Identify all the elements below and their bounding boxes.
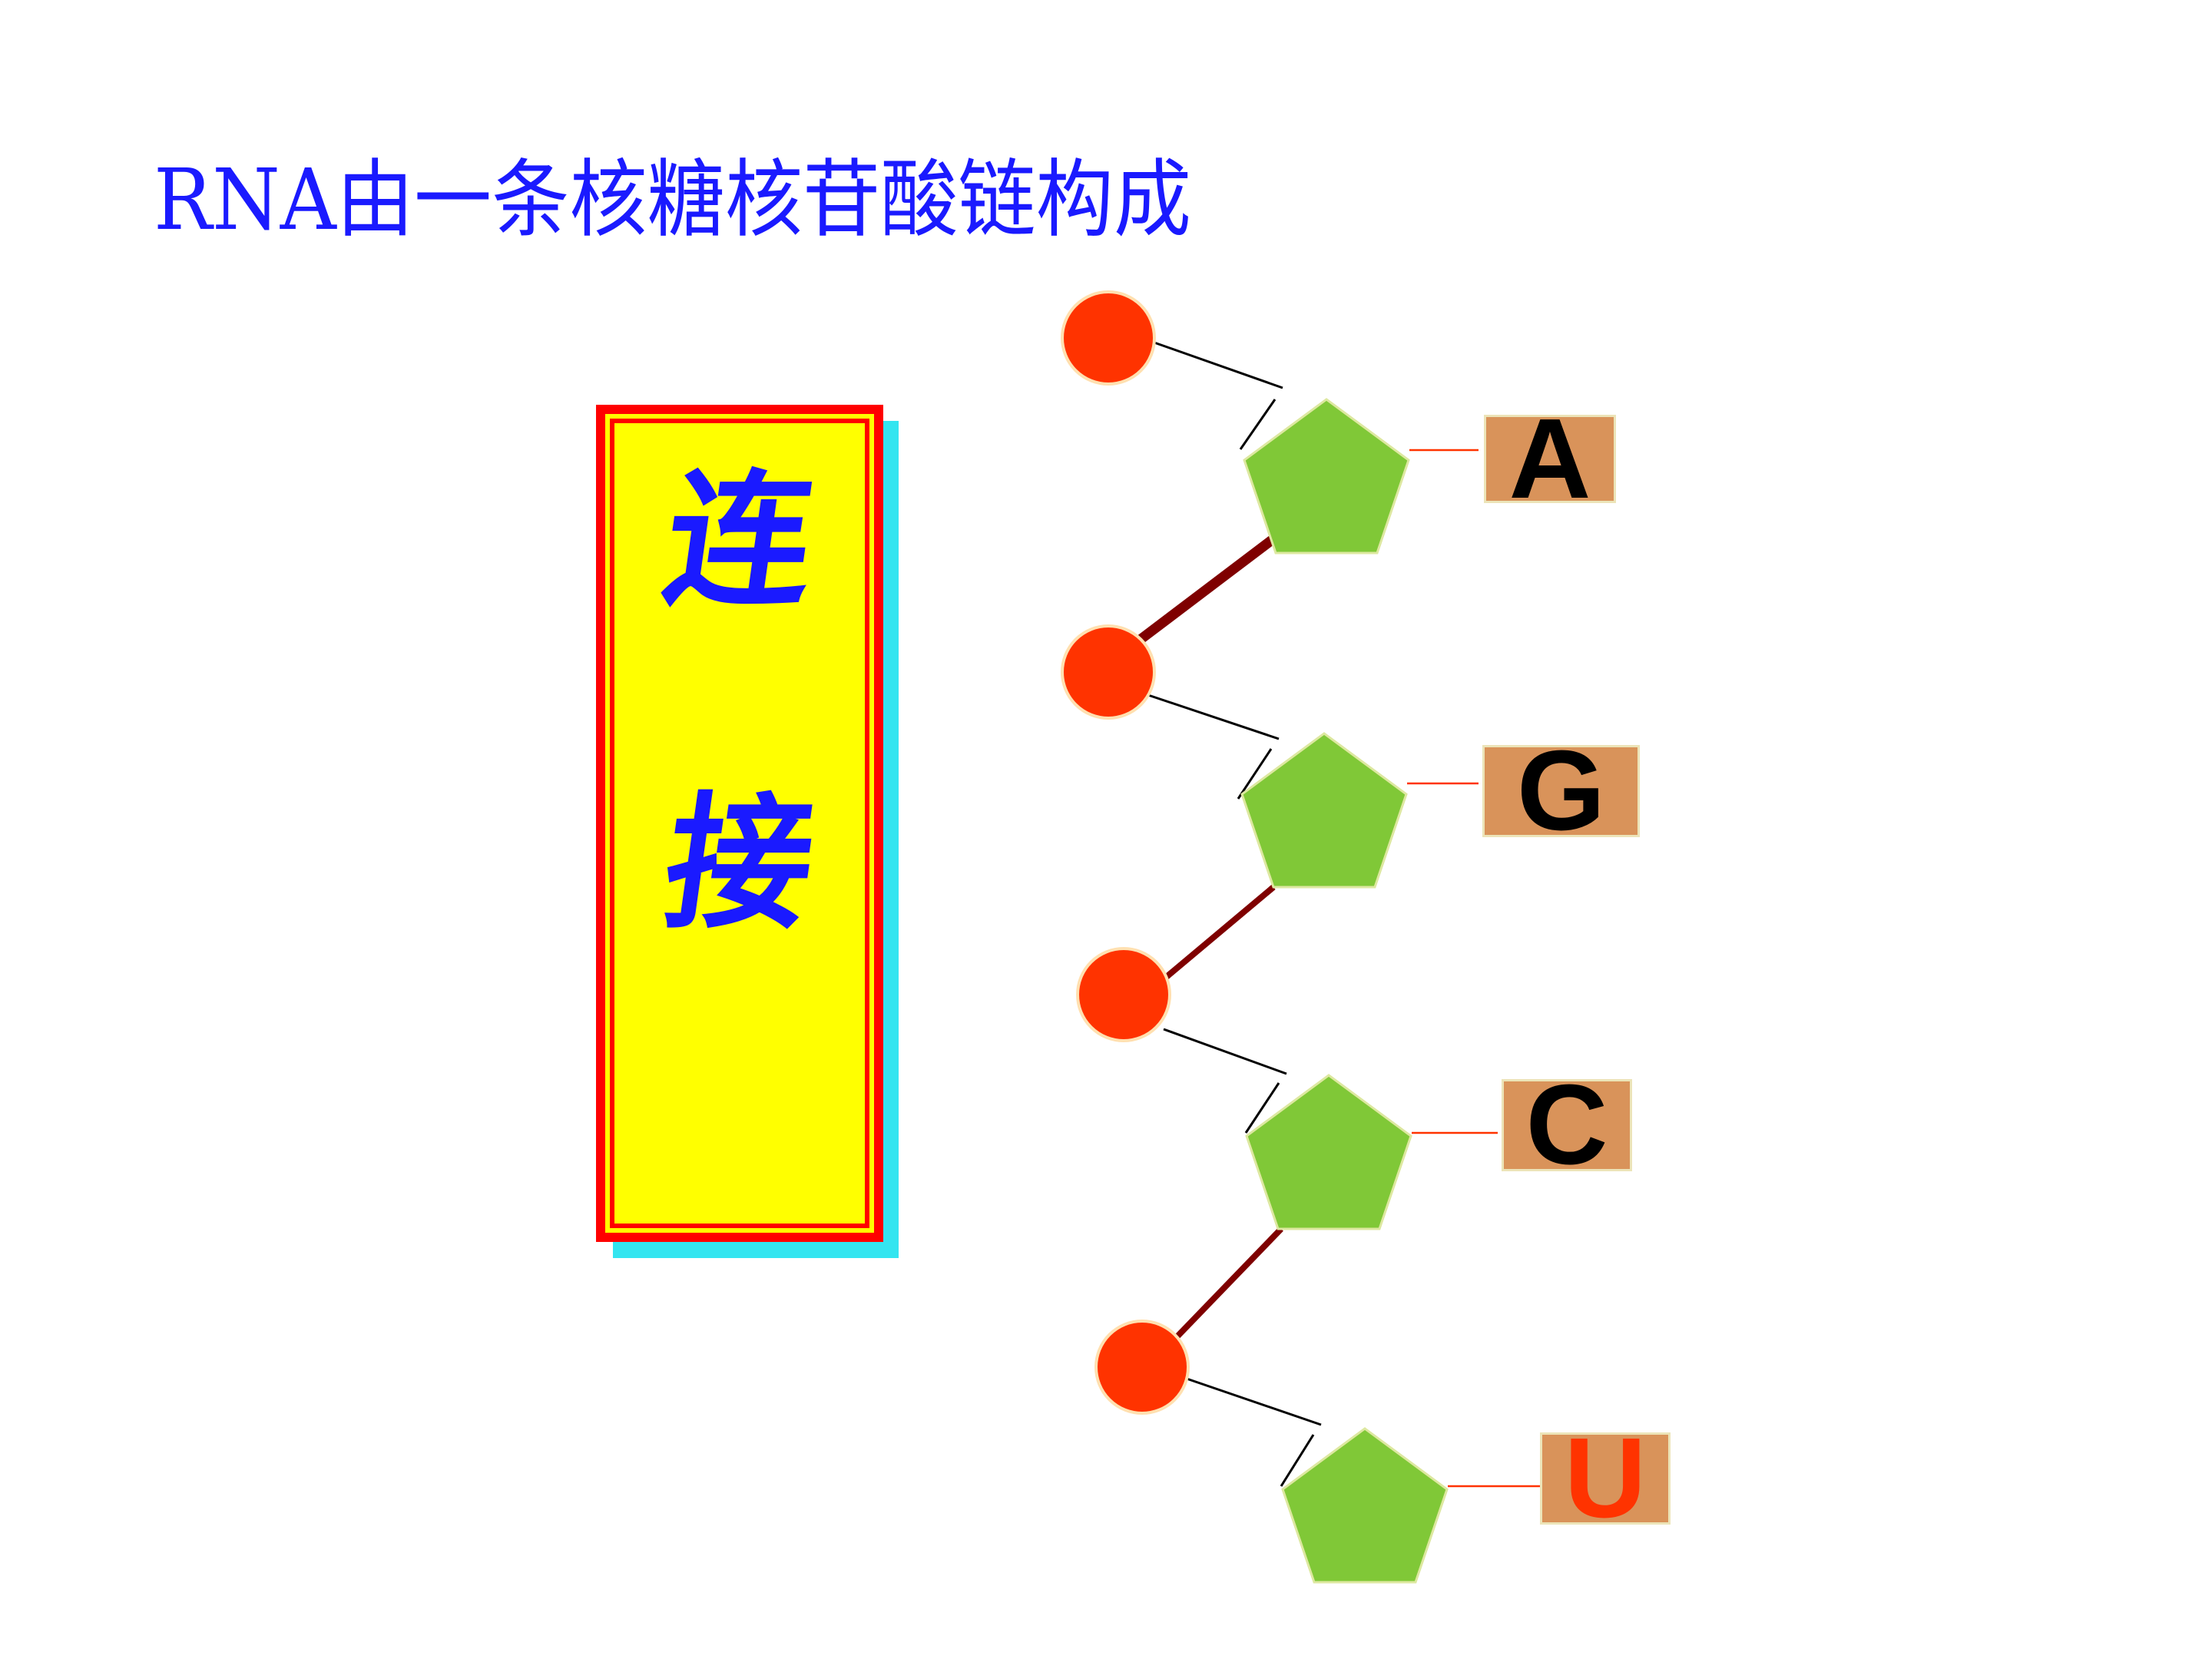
base-label-u: U: [1564, 1415, 1647, 1541]
phosphate-sugar-bond-1: [1151, 340, 1283, 389]
base-box-c: C: [1502, 1068, 1632, 1182]
page-title: RNA由一条核糖核苷酸链构成: [154, 151, 1192, 249]
base-box-u: U: [1540, 1422, 1671, 1535]
sugar-pentagon-1: [1243, 398, 1410, 555]
backbone-link-2: [1161, 884, 1276, 982]
card-inner-border-2: [611, 420, 868, 1227]
backbone-link-1: [1130, 533, 1278, 650]
phosphate-sugar-bond-4: [1186, 1377, 1322, 1426]
phosphate-sugar-bond-1b: [1239, 399, 1277, 450]
base-label-a: A: [1508, 395, 1591, 522]
base-box-g: G: [1482, 734, 1640, 848]
phosphate-circle-4: [1094, 1320, 1190, 1415]
phosphate-circle-3: [1076, 947, 1171, 1042]
label-card: 连 接: [596, 405, 883, 1242]
phosphate-circle-2: [1061, 624, 1156, 720]
phosphate-sugar-bond-2: [1147, 694, 1280, 740]
sugar-pentagon-3: [1245, 1074, 1412, 1230]
phosphate-sugar-bond-3: [1163, 1028, 1287, 1075]
base-label-g: G: [1516, 727, 1606, 854]
phosphate-sugar-bond-3b: [1244, 1082, 1280, 1134]
base-label-c: C: [1525, 1061, 1608, 1188]
backbone-link-3: [1171, 1227, 1283, 1343]
base-box-a: A: [1484, 402, 1616, 515]
sugar-pentagon-4: [1281, 1427, 1449, 1584]
phosphate-circle-1: [1061, 290, 1156, 386]
phosphate-sugar-bond-4b: [1280, 1434, 1315, 1487]
phosphate-sugar-bond-2b: [1237, 748, 1273, 800]
sugar-pentagon-2: [1240, 732, 1408, 889]
